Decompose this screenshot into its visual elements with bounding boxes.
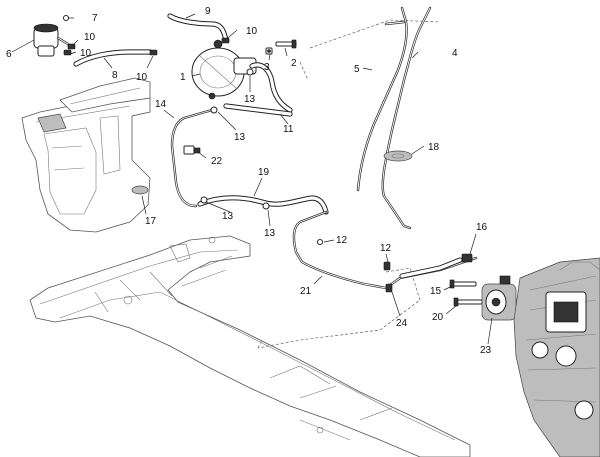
brake-booster bbox=[191, 39, 257, 100]
hose-8 bbox=[73, 49, 153, 67]
engine-block bbox=[513, 257, 600, 457]
hose-9 bbox=[167, 13, 229, 43]
callout-3: 3 bbox=[264, 62, 270, 73]
vehicle-frame bbox=[29, 235, 471, 457]
callout-20: 20 bbox=[432, 312, 444, 323]
clamp-10-a bbox=[221, 37, 230, 44]
callout-5: 5 bbox=[354, 64, 360, 75]
bolt-20 bbox=[453, 297, 483, 307]
callout-10-b: 10 bbox=[84, 32, 96, 43]
callout-15: 15 bbox=[430, 286, 442, 297]
grommet-18 bbox=[383, 150, 413, 162]
callout-13-b: 13 bbox=[234, 132, 246, 143]
leader-lines bbox=[11, 13, 493, 345]
hose-11 bbox=[223, 62, 293, 117]
callout-9: 9 bbox=[205, 6, 211, 17]
tube-4 bbox=[381, 6, 432, 230]
callout-11: 11 bbox=[283, 124, 294, 135]
callout-19: 19 bbox=[258, 167, 270, 178]
callout-12-a: 12 bbox=[336, 235, 348, 246]
bracket-22 bbox=[183, 145, 201, 155]
bolt-2 bbox=[275, 39, 297, 49]
grommet-17 bbox=[131, 185, 149, 195]
clamp-10-c bbox=[63, 49, 72, 56]
tube-21 bbox=[292, 210, 478, 290]
clamp-10-d bbox=[149, 49, 158, 56]
clamp-10-b bbox=[67, 43, 76, 50]
callout-13-d: 13 bbox=[264, 228, 276, 239]
callout-8: 8 bbox=[112, 70, 118, 81]
screw-7 bbox=[63, 15, 74, 21]
callout-6: 6 bbox=[6, 49, 12, 60]
reference-outline bbox=[257, 19, 441, 349]
tube-5 bbox=[356, 6, 408, 192]
clamp-13-a bbox=[246, 68, 254, 76]
callout-10-d: 10 bbox=[136, 72, 148, 83]
callout-1: 1 bbox=[180, 72, 186, 83]
clamp-13-d bbox=[262, 202, 270, 210]
callout-10-c: 10 bbox=[80, 48, 92, 59]
tube-14 bbox=[170, 108, 214, 208]
callout-18: 18 bbox=[428, 142, 440, 153]
hose-16 bbox=[399, 253, 473, 279]
callout-7: 7 bbox=[92, 13, 98, 24]
callout-13-c: 13 bbox=[222, 211, 234, 222]
clamp-13-c bbox=[200, 196, 208, 204]
hose-19 bbox=[197, 195, 329, 215]
front-body-panel bbox=[21, 95, 151, 233]
callout-16: 16 bbox=[476, 222, 488, 233]
clamp-3 bbox=[265, 47, 273, 55]
callout-24: 24 bbox=[396, 318, 408, 329]
callout-2: 2 bbox=[291, 58, 297, 69]
callout-14: 14 bbox=[155, 99, 167, 110]
reservoir bbox=[33, 23, 70, 57]
callout-4: 4 bbox=[452, 48, 458, 59]
callout-10-a: 10 bbox=[246, 26, 258, 37]
callout-labels: 1 2 3 4 5 6 7 8 9 10 10 10 10 11 12 12 1… bbox=[6, 6, 492, 356]
clip-12-b bbox=[383, 261, 391, 271]
clip-12-a bbox=[317, 239, 323, 245]
steering-pump bbox=[481, 275, 517, 321]
callout-21: 21 bbox=[300, 286, 312, 297]
dash-panel bbox=[59, 77, 151, 113]
callout-17: 17 bbox=[145, 216, 157, 227]
callout-22: 22 bbox=[211, 156, 223, 167]
callout-12-b: 12 bbox=[380, 243, 392, 254]
clamp-24 bbox=[385, 283, 393, 293]
bolt-15 bbox=[449, 279, 477, 289]
callout-23: 23 bbox=[480, 345, 492, 356]
clamp-13-b bbox=[210, 106, 218, 114]
callout-13-a: 13 bbox=[244, 94, 256, 105]
